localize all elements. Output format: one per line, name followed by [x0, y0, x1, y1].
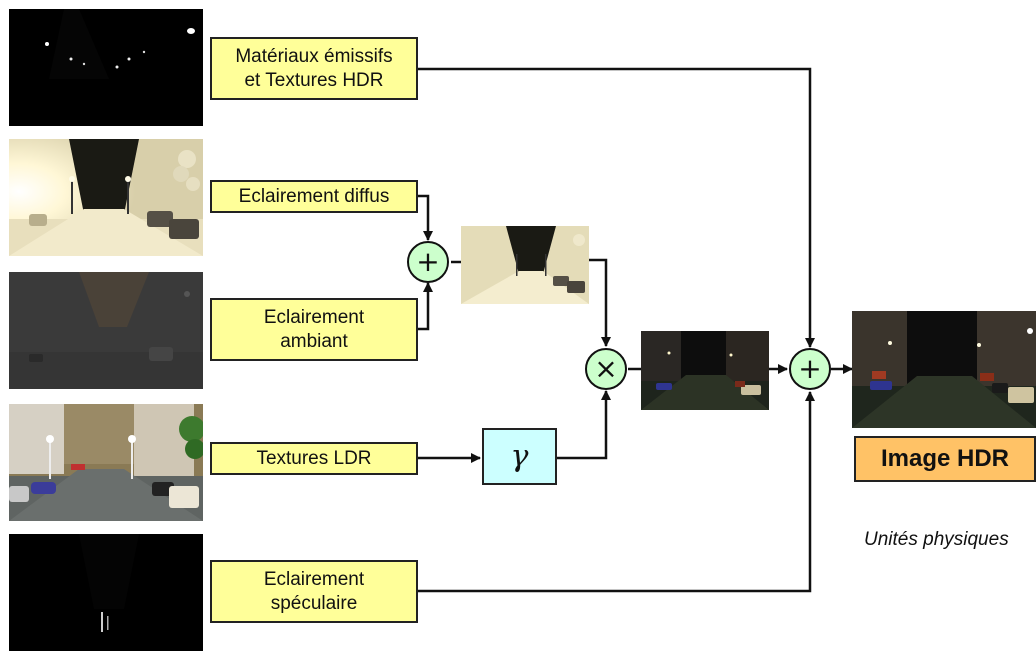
specular-label: Eclairement spéculaire [210, 560, 418, 623]
final-sum-operator: + [789, 348, 831, 390]
ambient-lighting-thumbnail [9, 272, 203, 389]
lighting-to-multiply-arrow [589, 258, 611, 347]
gamma-correction-box: γ [482, 428, 557, 485]
specular-to-sum-arrow [418, 391, 815, 593]
specular-lighting-thumbnail [9, 534, 203, 651]
multiply-operator: × [585, 348, 627, 390]
ldr-textures-label: Textures LDR [210, 442, 418, 475]
lighting-sum-operator: + [407, 241, 449, 283]
combined-lighting-thumbnail [461, 226, 589, 304]
ambient-label: Eclairement ambiant [210, 298, 418, 361]
gamma-to-multiply-arrow [557, 390, 611, 460]
physical-units-caption: Unités physiques [864, 529, 1009, 550]
ldr-textures-thumbnail [9, 404, 203, 521]
diffuse-label: Eclairement diffus [210, 180, 418, 213]
hdr-result-thumbnail [852, 311, 1036, 428]
hdr-image-label: Image HDR [854, 436, 1036, 482]
emissive-label: Matériaux émissifs et Textures HDR [210, 37, 418, 100]
diffuse-lighting-thumbnail [9, 139, 203, 256]
ambient-to-sum-arrow [418, 282, 433, 331]
emissive-to-sum-arrow [418, 67, 815, 348]
emissive-thumbnail [9, 9, 203, 126]
lit-scene-thumbnail [641, 331, 769, 410]
diffuse-to-sum-arrow [418, 194, 433, 241]
